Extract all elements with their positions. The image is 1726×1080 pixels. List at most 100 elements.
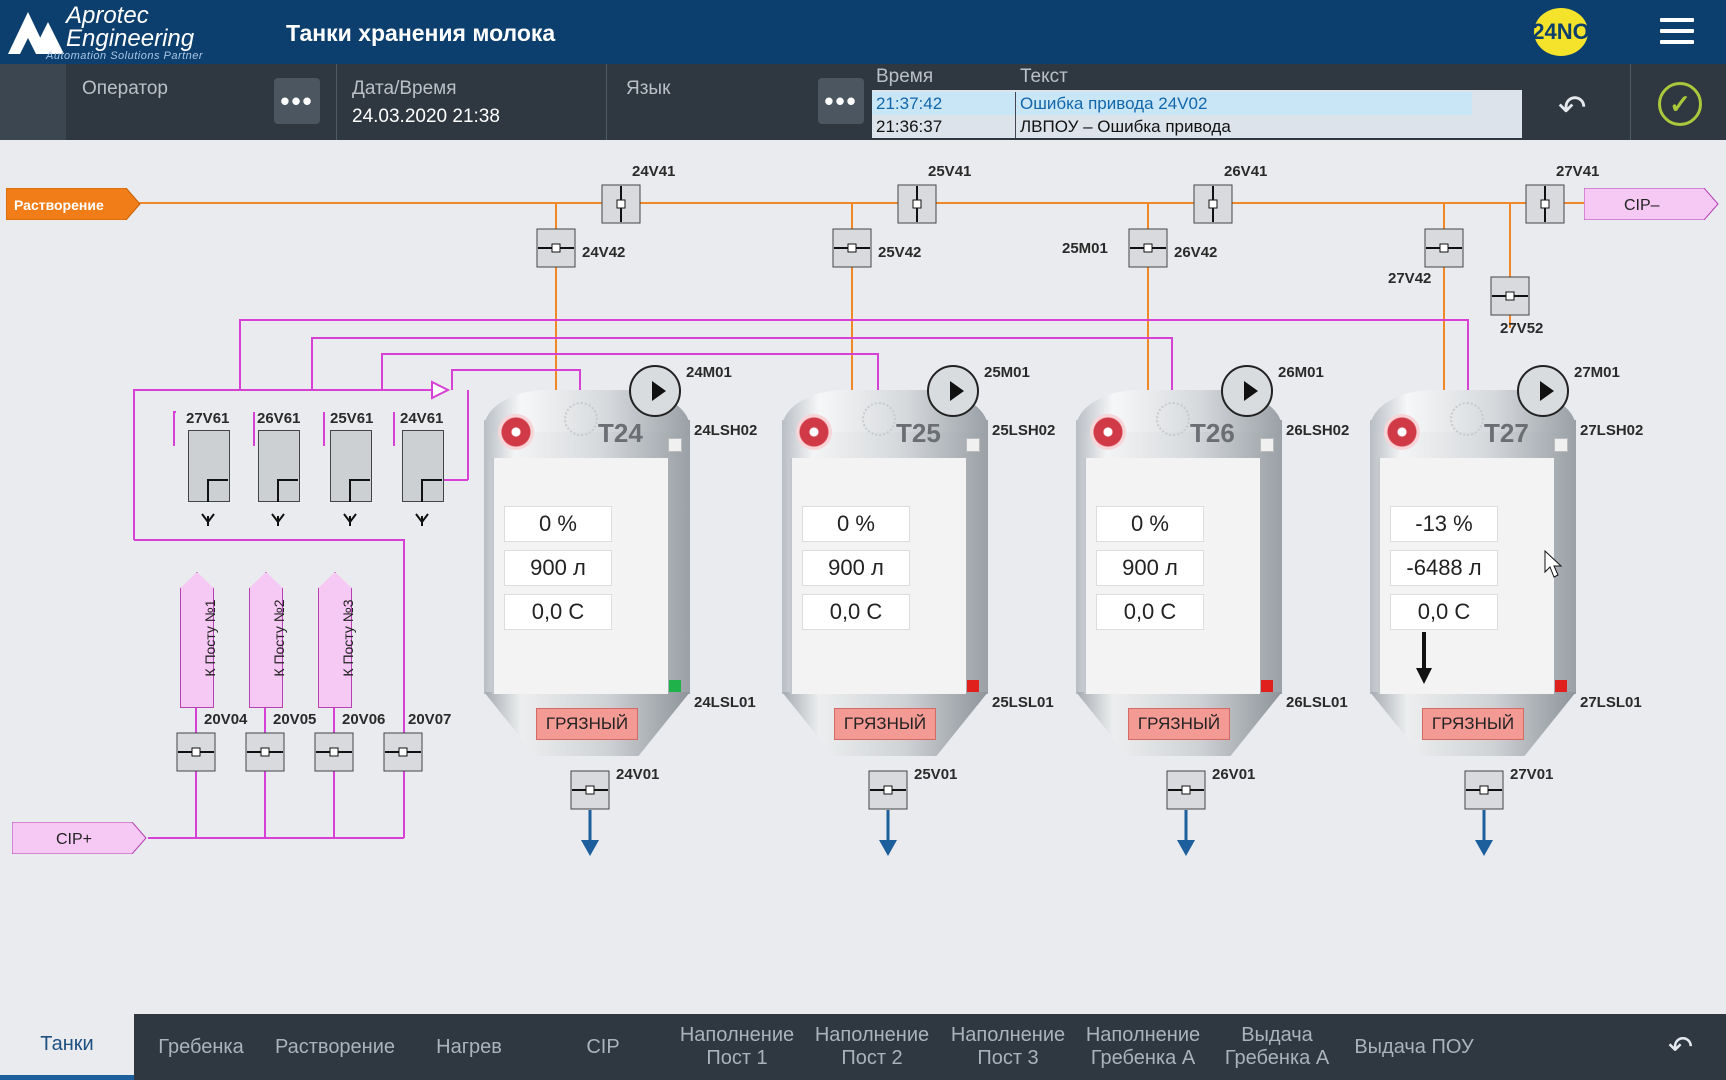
tank-state-badge: ГРЯЗНЫЙ: [1422, 708, 1524, 740]
valve-label: 27V61: [186, 410, 230, 427]
pump-motor-26M01-icon[interactable]: [1220, 364, 1274, 418]
post-2-arrow[interactable]: [249, 572, 283, 708]
valve-27V41[interactable]: [1525, 184, 1565, 224]
tab-filling-post-2[interactable]: Наполнение Пост 2: [814, 1024, 930, 1069]
valve-26V41[interactable]: [1193, 184, 1233, 224]
outlet-valve-26V01[interactable]: [1166, 770, 1206, 860]
alarm-acknowledge-back-icon[interactable]: ↶: [1558, 89, 1587, 127]
valve-label: 27V01: [1510, 766, 1554, 783]
level-switch-high-label: 26LSH02: [1286, 422, 1350, 439]
valve-label: 20V06: [342, 711, 386, 728]
valve-20V05[interactable]: [245, 732, 285, 772]
tab-filling-post-1[interactable]: Наполнение Пост 1: [679, 1024, 795, 1069]
tab-dispatch-manifold-a[interactable]: Выдача Гребенка А: [1224, 1024, 1330, 1069]
post-3-label: К Посту №3: [340, 599, 356, 677]
post-1-arrow[interactable]: [180, 572, 214, 708]
tab-dispatch-pou[interactable]: Выдача ПОУ: [1354, 1035, 1474, 1058]
alarm-col-text: Текст: [1020, 66, 1068, 87]
tab-cip[interactable]: CIP: [586, 1035, 620, 1058]
tank-alarm-icon[interactable]: [1384, 414, 1420, 450]
alarm-col-time: Время: [876, 66, 934, 87]
valve-24V41[interactable]: [601, 184, 641, 224]
tank-name: T25: [896, 418, 941, 448]
high-level-switch-indicator: [1260, 438, 1274, 452]
agitator-icon: [1450, 402, 1484, 436]
valve-label: 27V52: [1500, 320, 1544, 337]
mouse-cursor-icon: [1544, 550, 1563, 578]
tab-dissolving[interactable]: Растворение: [274, 1035, 396, 1058]
post-2-label: К Посту №2: [271, 599, 287, 677]
tank-level-readout: 0 %: [1096, 506, 1204, 542]
post-3-arrow[interactable]: [318, 572, 352, 708]
outlet-valve-24V01[interactable]: [570, 770, 610, 860]
tank-level-readout: 0 %: [802, 506, 910, 542]
tank-temperature-readout: 0,0 C: [1096, 594, 1204, 630]
menu-icon[interactable]: [1660, 18, 1694, 46]
valve-label: 24V01: [616, 766, 660, 783]
pump-motor-27M01-icon[interactable]: [1516, 364, 1570, 418]
valve-27V42[interactable]: [1424, 228, 1464, 268]
back-icon[interactable]: ↶: [1668, 1031, 1694, 1064]
valve-20V04[interactable]: [176, 732, 216, 772]
outlet-valve-25V01[interactable]: [868, 770, 908, 860]
station-badge[interactable]: 24NO: [1532, 8, 1590, 56]
low-level-switch-indicator: [967, 680, 979, 692]
language-select-button[interactable]: •••: [818, 78, 864, 124]
bottom-navigation: [0, 1014, 1726, 1080]
tank-T26[interactable]: T26 0 % 900 л 0,0 C ГРЯЗНЫЙ: [1076, 390, 1282, 762]
cip-plus-arrow[interactable]: CIP+: [12, 822, 148, 854]
title-bar: Aprotec Engineering Automation Solutions…: [0, 0, 1726, 64]
logo-text: Aprotec Engineering: [66, 2, 195, 52]
tank-T27[interactable]: T27 -13 % -6488 л 0,0 C ГРЯЗНЫЙ: [1370, 390, 1576, 762]
level-switch-high-label: 27LSH02: [1580, 422, 1644, 439]
valve-label: 24V41: [632, 163, 676, 180]
valve-label: 24V61: [400, 410, 444, 427]
high-level-switch-indicator: [1554, 438, 1568, 452]
level-switch-high-label: 25LSH02: [992, 422, 1056, 439]
valve-label: 25V01: [914, 766, 958, 783]
agitator-icon: [1156, 402, 1190, 436]
tab-filling-manifold-a[interactable]: Наполнение Гребенка А: [1085, 1024, 1201, 1069]
valve-label: 25V42: [878, 244, 922, 261]
tank-name: T24: [598, 418, 643, 448]
tank-T25[interactable]: T25 0 % 900 л 0,0 C ГРЯЗНЫЙ: [782, 390, 988, 762]
valve-25V42[interactable]: [832, 228, 872, 268]
valve-20V07[interactable]: [383, 732, 423, 772]
outlet-valve-27V01[interactable]: [1464, 770, 1504, 860]
pump-motor-24M01-icon[interactable]: [628, 364, 682, 418]
level-switch-low-label: 25LSL01: [992, 694, 1054, 711]
tank-alarm-icon[interactable]: [498, 414, 534, 450]
tab-tanks[interactable]: Танки: [0, 1014, 134, 1080]
valve-25V41[interactable]: [897, 184, 937, 224]
valve-label: 27V42: [1388, 270, 1432, 287]
tank-T24[interactable]: T24 0 % 900 л 0,0 C ГРЯЗНЫЙ: [484, 390, 690, 762]
agitator-icon: [862, 402, 896, 436]
tab-heating[interactable]: Нагрев: [436, 1035, 502, 1058]
motor-label: 24M01: [686, 364, 732, 381]
tank-level-readout: 0 %: [504, 506, 612, 542]
level-switch-low-label: 26LSL01: [1286, 694, 1348, 711]
operator-login-button[interactable]: •••: [274, 78, 320, 124]
valve-label: 26V42: [1174, 244, 1218, 261]
language-label: Язык: [626, 78, 671, 99]
inlet-label: Растворение: [14, 197, 104, 213]
tab-filling-post-3[interactable]: Наполнение Пост 3: [950, 1024, 1066, 1069]
tank-alarm-icon[interactable]: [1090, 414, 1126, 450]
valve-27V52[interactable]: [1490, 276, 1530, 316]
valve-20V06[interactable]: [314, 732, 354, 772]
valve-24V42[interactable]: [536, 228, 576, 268]
inlet-dissolving-arrow[interactable]: Растворение: [6, 188, 142, 220]
alarm-confirm-check-icon[interactable]: ✓: [1658, 82, 1702, 126]
valve-26V42[interactable]: [1128, 228, 1168, 268]
cip-minus-arrow[interactable]: CIP–: [1584, 188, 1720, 220]
tank-volume-readout: 900 л: [802, 550, 910, 586]
pump-motor-25M01-icon[interactable]: [926, 364, 980, 418]
tank-state-badge: ГРЯЗНЫЙ: [834, 708, 936, 740]
valve-label: 20V07: [408, 711, 452, 728]
tab-manifold[interactable]: Гребенка: [158, 1035, 244, 1058]
low-level-switch-indicator: [1555, 680, 1567, 692]
tank-alarm-icon[interactable]: [796, 414, 832, 450]
